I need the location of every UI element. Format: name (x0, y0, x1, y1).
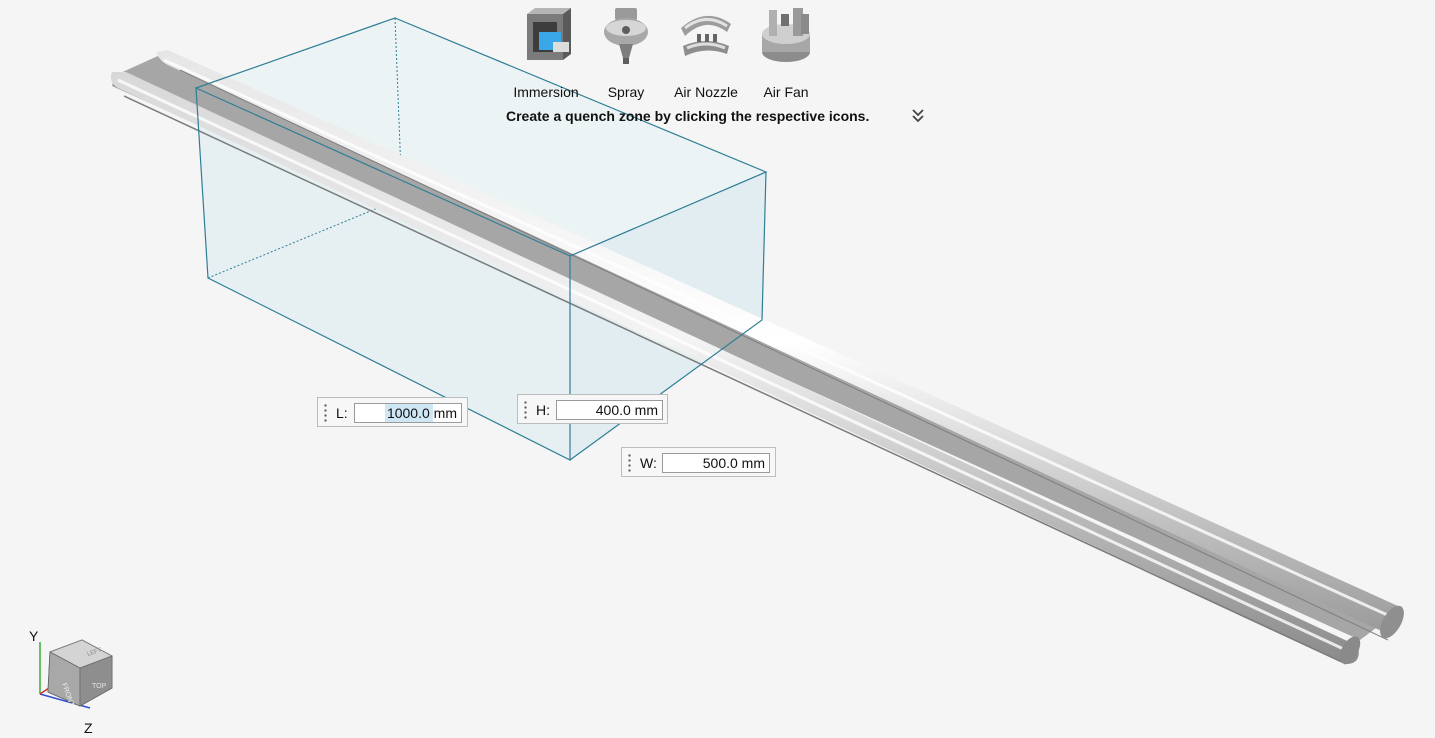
height-input[interactable] (556, 400, 663, 420)
air-fan-button[interactable]: Air Fan (746, 6, 826, 100)
height-field-panel: H: (517, 394, 668, 424)
spray-label: Spray (607, 84, 645, 100)
double-chevron-down-icon[interactable] (910, 106, 926, 126)
spray-button[interactable]: Spray (586, 6, 666, 100)
view-cube-shape: FRONT TOP LEFT (39, 639, 113, 709)
drag-handle-icon[interactable] (324, 403, 327, 423)
cube-face-top: TOP (92, 683, 107, 690)
air-nozzle-button[interactable]: Air Nozzle (666, 6, 746, 100)
bar-profile[interactable] (110, 50, 1409, 667)
air-fan-icon (762, 8, 810, 62)
width-input[interactable] (662, 453, 770, 473)
length-label: L: (336, 405, 348, 421)
immersion-label: Immersion (513, 84, 579, 100)
height-label: H: (536, 402, 550, 418)
spray-nozzle-icon (604, 8, 648, 64)
air-nozzle-icon (681, 15, 731, 56)
air-nozzle-label: Air Nozzle (674, 84, 738, 100)
cube-face-left: LEFT (87, 647, 103, 658)
length-field-panel: L: (317, 397, 468, 427)
air-fan-label: Air Fan (763, 84, 809, 100)
z-axis-label: Z (84, 720, 93, 736)
width-label: W: (640, 455, 657, 471)
width-field-panel: W: (621, 447, 776, 477)
drag-handle-icon[interactable] (524, 400, 527, 420)
quench-toolbar: Immersion Spray Air Nozzle (506, 0, 936, 130)
length-input[interactable] (354, 403, 462, 423)
drag-handle-icon[interactable] (628, 453, 631, 473)
y-axis-label: Y (29, 628, 39, 644)
immersion-tank-icon (527, 8, 571, 60)
quench-hint-text: Create a quench zone by clicking the res… (506, 108, 870, 124)
view-cube[interactable]: Y Z FRONT TOP LEFT (22, 624, 122, 736)
immersion-button[interactable]: Immersion (506, 6, 586, 100)
